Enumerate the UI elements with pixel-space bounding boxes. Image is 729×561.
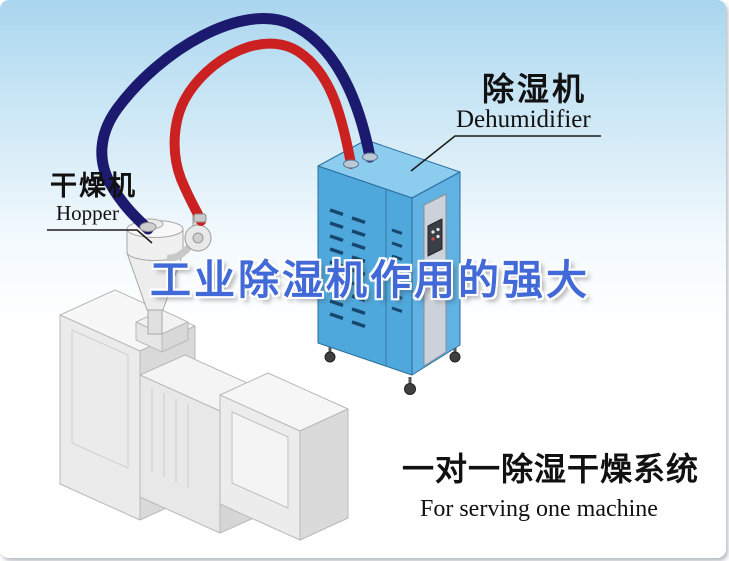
control-box [427,218,443,257]
leader-lines [47,135,601,244]
pipe-fitting [193,213,207,223]
caption-cn: 一对一除湿干燥系统 [402,451,700,487]
extruder-grill-lines [151,388,189,488]
pipe-fitting [139,222,157,232]
caster-wheel [449,351,461,363]
hopper-label-cn: 干燥机 [50,171,137,201]
extruder-cabinet-side [299,408,349,541]
blower-hub [192,232,204,244]
hopper-mount-side [161,321,189,353]
extruder-left-door [71,329,129,469]
blower-tube [166,244,192,262]
dehumidifier-leader-line [410,135,601,172]
page-title: 工业除湿机作用的强大 [150,257,590,303]
vent-slots-column [351,216,366,329]
hopper-downtube [147,307,163,335]
control-button [431,237,435,241]
vent-slots-column [391,228,403,313]
hopper-label-en: Hopper [56,201,119,225]
pipe-fitting [362,152,378,162]
hopper-leader-line [47,229,153,244]
dehumidifier-label-en: Dehumidifier [456,106,591,133]
pipes [96,13,376,235]
pipe-red [169,38,356,226]
caption-en: For serving one machine [420,496,658,522]
dehumidifier-label-cn: 除湿机 [482,71,588,107]
control-button [431,230,435,234]
extruder-machine-illustration [59,289,349,541]
caster-wheel [324,351,336,363]
pipe-fitting [343,159,359,169]
pipe-navy [96,13,376,235]
extruder-cabinet-panel [231,411,289,509]
control-button [436,227,440,232]
dehumidifier-illustration [317,139,461,395]
pipe-fittings [139,152,378,232]
control-button [436,234,440,239]
vent-slots-column [329,208,344,321]
caster-wheel [404,383,416,395]
